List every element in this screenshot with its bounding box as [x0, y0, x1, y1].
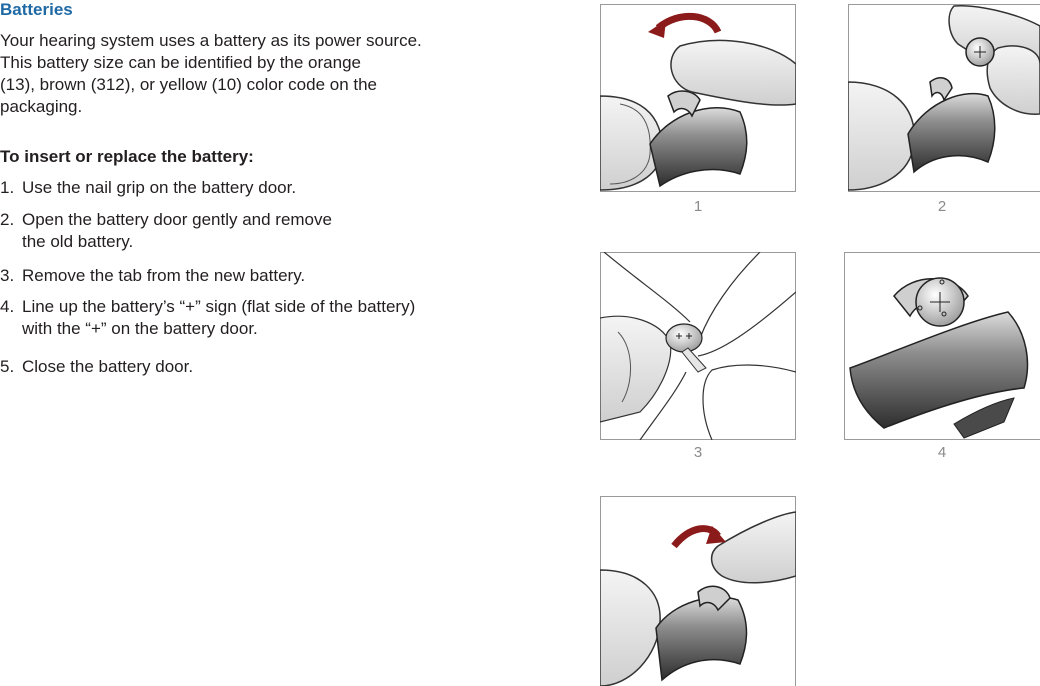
step-text-continued: the old battery. [22, 232, 134, 251]
intro-line: Your hearing system uses a battery as it… [0, 31, 422, 50]
illustration-remove-tab [600, 252, 796, 440]
step-text: Use the nail grip on the battery door. [22, 178, 297, 197]
figure-step-5 [600, 496, 796, 686]
step-4: 4. Line up the battery’s “+” sign (flat s… [0, 296, 540, 340]
intro-line: (13), brown (312), or yellow (10) color … [0, 75, 378, 94]
figure-step-3 [600, 252, 796, 440]
step-text: Line up the battery’s “+” sign (flat sid… [22, 297, 416, 316]
figure-caption: 3 [693, 444, 703, 461]
figure-step-2 [848, 4, 1040, 192]
intro-line: This battery size can be identified by t… [0, 53, 361, 72]
illustration-remove-battery [848, 4, 1040, 192]
step-number: 2. [0, 210, 15, 229]
step-text-continued: with the “+” on the battery door. [22, 319, 258, 338]
step-number: 1. [0, 178, 15, 197]
step-text: Close the battery door. [22, 357, 194, 376]
step-number: 3. [0, 266, 15, 285]
figure-caption: 4 [937, 444, 947, 461]
steps-heading: To insert or replace the battery: [0, 147, 254, 166]
intro-paragraph: Your hearing system uses a battery as it… [0, 30, 520, 118]
figure-step-4 [844, 252, 1040, 440]
step-number: 5. [0, 357, 15, 376]
step-3: 3. Remove the tab from the new battery. [0, 265, 540, 287]
illustration-align-plus [844, 252, 1040, 440]
illustration-nail-grip [600, 4, 796, 192]
step-2: 2. Open the battery door gently and remov… [0, 209, 540, 253]
section-title: Batteries [0, 0, 73, 19]
step-5: 5. Close the battery door. [0, 356, 540, 378]
intro-line: packaging. [0, 97, 83, 116]
step-text: Remove the tab from the new battery. [22, 266, 306, 285]
illustration-close-door [600, 496, 796, 686]
step-number: 4. [0, 297, 15, 316]
figure-caption: 1 [693, 198, 703, 215]
step-text: Open the battery door gently and remove [22, 210, 332, 229]
figure-caption: 2 [937, 198, 947, 215]
figure-step-1 [600, 4, 796, 192]
step-1: 1. Use the nail grip on the battery door. [0, 177, 540, 199]
